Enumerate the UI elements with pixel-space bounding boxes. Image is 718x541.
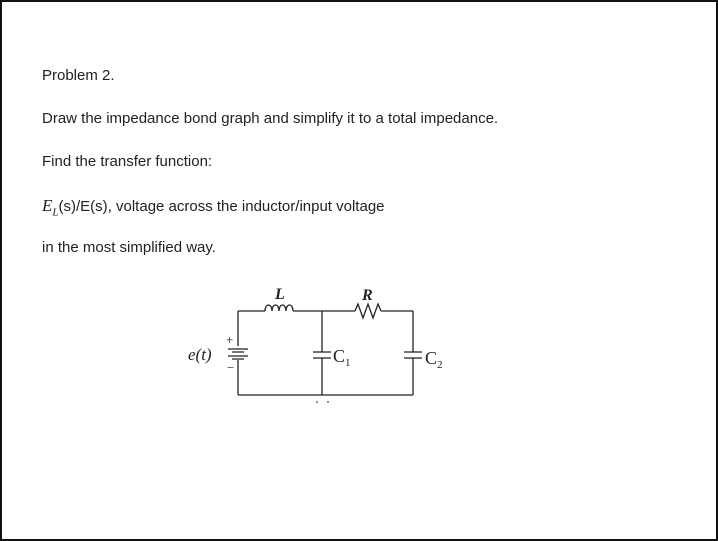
- source-minus: −: [227, 360, 234, 375]
- source-label: e(t): [188, 345, 212, 364]
- source-symbol: [228, 348, 248, 360]
- c2-plates: [404, 351, 422, 359]
- tf-symbol: EL: [42, 196, 59, 219]
- transfer-function-line: EL(s)/E(s), voltage across the inductor/…: [42, 196, 385, 218]
- circuit-diagram: e(t) + − L R C1 C2: [188, 286, 443, 403]
- tf-description: (s)/E(s), voltage across the inductor/in…: [58, 198, 385, 215]
- source-plus: +: [226, 332, 233, 347]
- c1-label: C1: [333, 346, 351, 369]
- c2-label: C2: [425, 348, 443, 371]
- problem-closing: in the most simplified way.: [42, 239, 216, 256]
- inductor-label: L: [274, 286, 285, 303]
- resistor-symbol: [354, 302, 382, 320]
- problem-instruction: Draw the impedance bond graph and simpli…: [42, 110, 499, 127]
- problem-title: Problem 2.: [42, 67, 115, 84]
- c1-plates: [313, 351, 331, 359]
- resistor-label: R: [361, 287, 373, 304]
- problem-prompt: Find the transfer function:: [42, 153, 213, 170]
- inductor-symbol: [264, 304, 294, 312]
